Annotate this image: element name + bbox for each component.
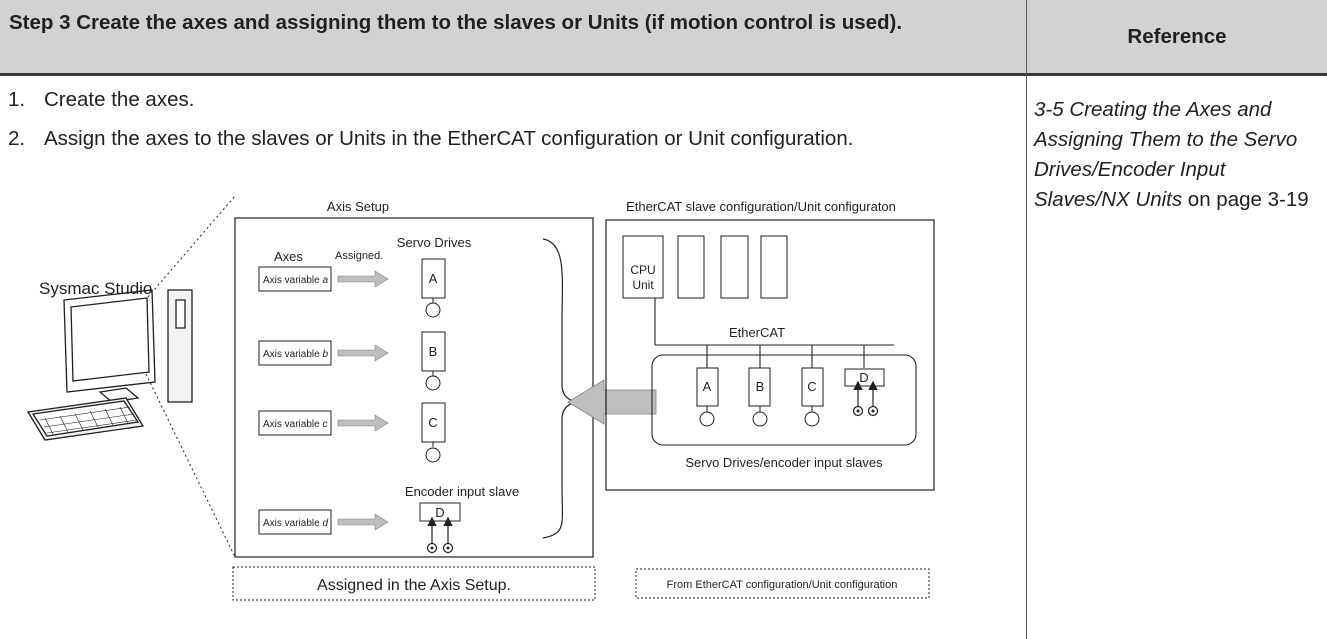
drive-letter: A bbox=[429, 271, 438, 286]
svg-text:Axis variable d: Axis variable d bbox=[263, 518, 328, 529]
instruction-number: 1. bbox=[8, 88, 26, 111]
ethercat-config-panel bbox=[605, 219, 935, 491]
axis-variable-prefix: Axis variable bbox=[263, 349, 320, 360]
encoder-input-slave-label: Encoder input slave bbox=[405, 484, 519, 499]
axis-variable-name: a bbox=[322, 275, 328, 286]
reference-entry: 3-5 Creating the Axes and Assigning Them… bbox=[1034, 95, 1324, 215]
assign-arrow-icon bbox=[337, 513, 389, 531]
motor-icon bbox=[425, 447, 441, 463]
slave-drive-c: C bbox=[801, 367, 824, 427]
ethercat-label: EtherCAT bbox=[729, 325, 785, 340]
cpu-unit-label: Unit bbox=[632, 278, 654, 292]
axis-variable-prefix: Axis variable bbox=[263, 275, 320, 286]
slave-encoder-d: D bbox=[844, 368, 885, 417]
axis-row-b: Axis variable b B bbox=[258, 331, 446, 391]
axis-variable-prefix: Axis variable bbox=[263, 419, 320, 430]
instruction-number: 2. bbox=[8, 127, 26, 150]
ethercat-config-title: EtherCAT slave configuration/Unit config… bbox=[626, 199, 896, 214]
svg-text:Axis variable a: Axis variable a bbox=[263, 275, 328, 286]
axis-variable-prefix: Axis variable bbox=[263, 518, 320, 529]
computer-icon bbox=[26, 289, 193, 441]
reference-link[interactable]: 3-5 Creating the Axes and Assigning Them… bbox=[1034, 98, 1298, 211]
axis-row-c: Axis variable c C bbox=[258, 402, 446, 463]
axis-variable-name: d bbox=[322, 518, 328, 529]
assigned-caption-box bbox=[232, 566, 596, 601]
ethercat-bus-line bbox=[654, 298, 894, 368]
axis-assignment-diagram: Sysmac Studio Axis Setup Axes Assigned. … bbox=[26, 195, 935, 601]
sysmac-studio-label: Sysmac Studio bbox=[39, 279, 152, 298]
motor-icon bbox=[804, 411, 820, 427]
axis-row-a: Axis variable a A bbox=[258, 258, 446, 318]
screen-callout-lines bbox=[145, 195, 236, 558]
instruction-text: Create the axes. bbox=[44, 88, 195, 111]
assigned-label: Assigned. bbox=[335, 250, 383, 262]
from-config-caption: From EtherCAT configuration/Unit configu… bbox=[667, 579, 898, 591]
drive-letter: C bbox=[807, 379, 816, 394]
config-to-axis-arrow-icon bbox=[567, 379, 657, 425]
motor-icon bbox=[752, 411, 768, 427]
axis-variable-name: b bbox=[322, 349, 328, 360]
drive-letter: B bbox=[756, 379, 765, 394]
svg-text:Axis variable b: Axis variable b bbox=[263, 349, 328, 360]
instruction-item-2: 2. Assign the axes to the slaves or Units… bbox=[8, 126, 853, 152]
cpu-unit-label: CPU bbox=[630, 263, 655, 277]
drive-letter: B bbox=[429, 344, 438, 359]
cpu-rack bbox=[622, 235, 788, 299]
servo-drives-label: Servo Drives bbox=[397, 235, 472, 250]
grouping-bracket bbox=[542, 238, 577, 539]
header-rule bbox=[0, 73, 1327, 76]
svg-text:Axis variable c: Axis variable c bbox=[263, 419, 327, 430]
reference-header: Reference bbox=[1127, 24, 1227, 48]
slave-drive-a: A bbox=[696, 367, 719, 427]
assign-arrow-icon bbox=[337, 270, 389, 288]
encoder-icon bbox=[426, 516, 454, 554]
axes-label: Axes bbox=[274, 249, 303, 264]
slaves-group bbox=[651, 354, 917, 446]
from-config-caption-box bbox=[635, 568, 930, 599]
assigned-caption: Assigned in the Axis Setup. bbox=[317, 577, 511, 594]
motor-icon bbox=[425, 375, 441, 391]
table-header-row bbox=[0, 0, 1327, 73]
column-divider bbox=[1026, 0, 1027, 639]
assign-arrow-icon bbox=[337, 344, 389, 362]
axis-setup-title: Axis Setup bbox=[327, 199, 389, 214]
axis-row-d: Axis variable d D bbox=[258, 502, 461, 554]
slaves-caption: Servo Drives/encoder input slaves bbox=[685, 455, 883, 470]
step-title: Step 3 Create the axes and assigning the… bbox=[9, 11, 903, 34]
instruction-text: Assign the axes to the slaves or Units i… bbox=[44, 127, 854, 150]
slave-drive-b: B bbox=[748, 367, 771, 427]
drive-letter: C bbox=[428, 415, 437, 430]
instruction-item-1: 1. Create the axes. bbox=[8, 87, 194, 113]
drive-letter: D bbox=[859, 370, 868, 385]
drive-letter: D bbox=[435, 505, 444, 520]
encoder-icon bbox=[852, 380, 879, 417]
drive-letter: A bbox=[703, 379, 712, 394]
motor-icon bbox=[425, 302, 441, 318]
assign-arrow-icon bbox=[337, 414, 389, 432]
reference-page: on page 3-19 bbox=[1182, 188, 1309, 211]
motor-icon bbox=[699, 411, 715, 427]
axis-variable-name: c bbox=[322, 419, 327, 430]
